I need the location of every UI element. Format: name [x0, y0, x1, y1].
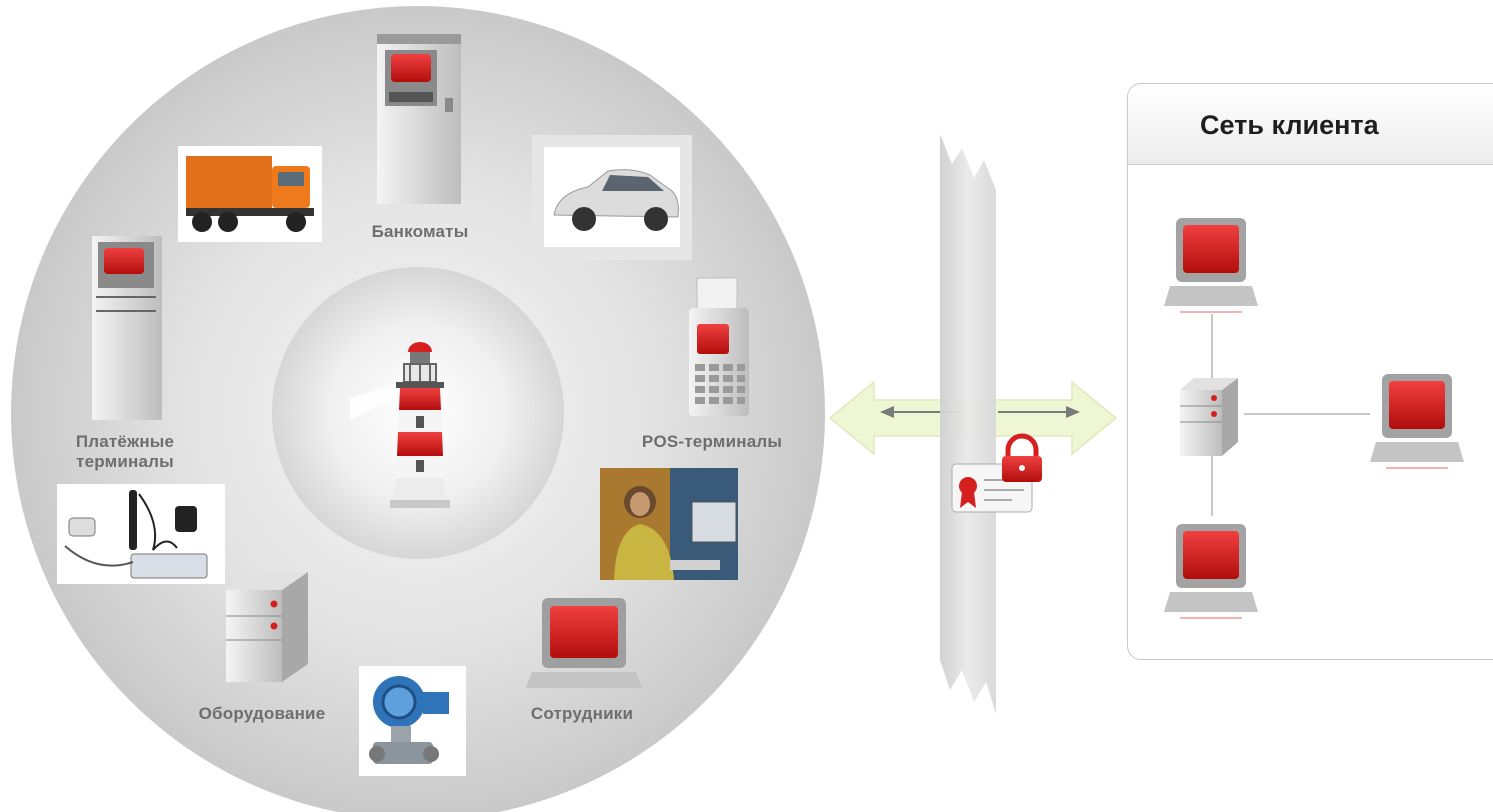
pressure-sensor-photo — [359, 666, 466, 776]
payment-terminals-line1: Платёжные — [75, 432, 175, 451]
client-computer-icon-right — [1370, 374, 1464, 469]
payment-terminals-line2: терминалы — [76, 452, 174, 471]
pos-terminals-label: POS-терминалы — [641, 432, 783, 451]
client-network-title: Сеть клиента — [1200, 110, 1379, 140]
pos-terminal-icon — [689, 277, 749, 416]
client-computer-icon-bottom — [1164, 524, 1258, 619]
car-photo — [532, 135, 692, 260]
firewall — [940, 134, 996, 714]
computer-icon — [526, 598, 642, 688]
certificate-lock-icon — [951, 433, 1042, 513]
employees-label: Сотрудники — [530, 704, 634, 723]
client-network-header: Сеть клиента — [1128, 84, 1493, 165]
truck-photo — [178, 146, 322, 242]
payment-terminals-label: Платёжные терминалы — [40, 432, 210, 472]
client-server-icon — [1180, 378, 1238, 456]
gps-tracker-photo — [57, 484, 225, 584]
atm-icon — [377, 34, 461, 204]
client-computer-icon-top — [1164, 218, 1258, 313]
lighthouse-icon — [350, 342, 450, 508]
server-icon — [226, 572, 308, 682]
payment-terminal-icon — [92, 236, 162, 420]
equipment-label: Оборудование — [198, 704, 326, 723]
client-network-links — [1211, 314, 1370, 516]
atms-label: Банкоматы — [371, 222, 469, 241]
office-worker-photo — [600, 468, 738, 580]
